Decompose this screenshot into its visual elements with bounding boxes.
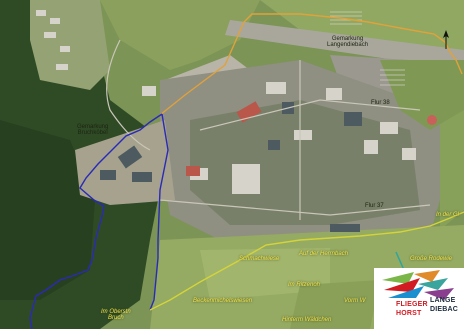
logo-text-lange: LANGE: [430, 297, 456, 304]
label-vorm-w: Vorm W: [344, 298, 366, 304]
logo-text-diebac: DIEBAC: [430, 306, 459, 313]
label-schmachwiese: Schmachwiese: [239, 256, 280, 262]
logo-text-flieger: FLIEGER: [396, 301, 428, 308]
label-gemarkung-bruchkoebel: Gemarkung Bruchköbel: [77, 124, 109, 136]
label-beckenmichelswiesen: Beckenmichelswiesen: [193, 298, 253, 304]
bruchkoebel-boundary: [29, 113, 169, 329]
fliegerhorst-logo: FLIEGER HORST LANGE DIEBAC: [374, 268, 464, 329]
label-in-der-gl: In der Gl: [436, 212, 460, 218]
label-flur-37: Flur 37: [365, 203, 384, 209]
label-gemarkung-langendiebach: Gemarkung Langendiebach: [327, 36, 369, 48]
north-arrow-icon: [443, 30, 449, 49]
langendiebach-boundary: [159, 13, 463, 116]
label-flur-38: Flur 38: [371, 100, 390, 106]
logo-text-horst: HORST: [396, 310, 422, 317]
label-grosse-rodewiese: Große Rodewie: [410, 256, 453, 262]
label-auf-der-herrnbach: Auf der Herrnbach: [299, 251, 349, 257]
south-boundary: [149, 211, 464, 311]
label-im-oberstn-bruch: Im Oberstn Bruch: [101, 309, 131, 321]
label-im-ritzenoh: Im Ritzenoh: [288, 282, 321, 288]
label-hinterm-waeldchen: Hinterm Wäldchen: [282, 317, 332, 323]
logo-graphic: [382, 270, 454, 300]
